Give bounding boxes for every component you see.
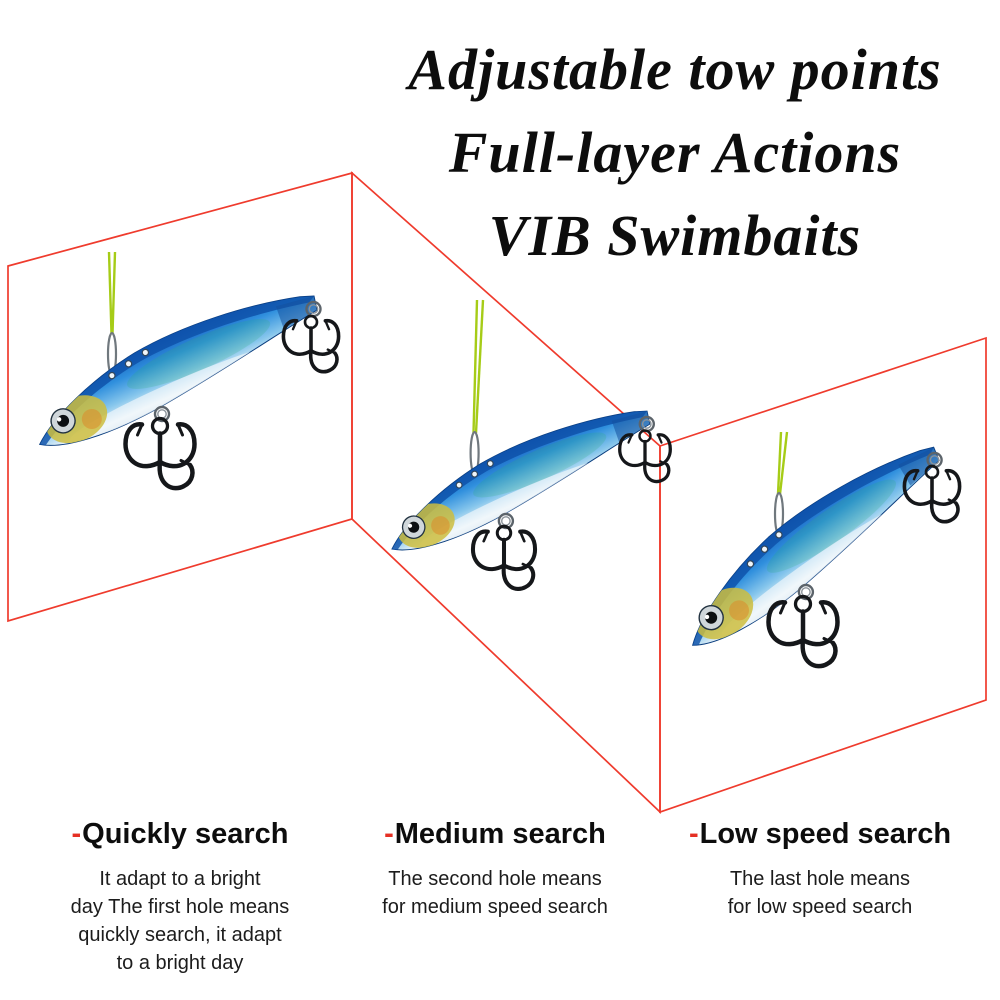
- caption-body: It adapt to a bright day The first hole …: [70, 868, 290, 974]
- belly-treble-hook-1: [126, 419, 195, 489]
- lure-body-2: [374, 392, 663, 566]
- red-dash: -: [688, 818, 699, 850]
- caption-heading: -Medium search: [340, 818, 650, 851]
- red-dash: -: [71, 818, 82, 850]
- panel-outlines: [7, 171, 987, 814]
- lure-2: [374, 299, 672, 589]
- headline-line-2: Full-layer Actions: [448, 120, 902, 185]
- caption-heading-text: Quickly search: [82, 818, 289, 850]
- caption-heading-text: Low speed search: [699, 818, 952, 850]
- lure-1: [21, 251, 341, 489]
- belly-treble-hook-3: [769, 597, 838, 667]
- hang-line-1: [107, 251, 117, 335]
- caption-heading-text: Medium search: [394, 818, 606, 850]
- lure-body-1: [21, 275, 332, 462]
- headline-line-3: VIB Swimbaits: [488, 203, 862, 268]
- headline-line-1: Adjustable tow points: [408, 37, 942, 102]
- caption-heading: -Quickly search: [30, 818, 330, 851]
- hang-line-2: [472, 299, 485, 434]
- panel-1: [7, 171, 353, 623]
- belly-treble-hook-2: [473, 526, 535, 589]
- caption-body: The second hole means for medium speed s…: [382, 868, 608, 918]
- lure-body-3: [666, 428, 959, 660]
- caption-heading: -Low speed search: [650, 818, 990, 851]
- headline: Adjustable tow points Full-layer Actions…: [355, 28, 995, 277]
- caption-medium-search: -Medium search The second hole means for…: [340, 818, 650, 921]
- lure-3: [666, 428, 962, 667]
- red-dash: -: [384, 818, 394, 850]
- hang-line-3: [776, 431, 789, 495]
- caption-body: The last hole means for low speed search: [727, 868, 913, 918]
- caption-low-speed-search: -Low speed search The last hole means fo…: [650, 818, 990, 921]
- panel-3: [659, 336, 987, 814]
- caption-quickly-search: -Quickly search It adapt to a bright day…: [30, 818, 330, 977]
